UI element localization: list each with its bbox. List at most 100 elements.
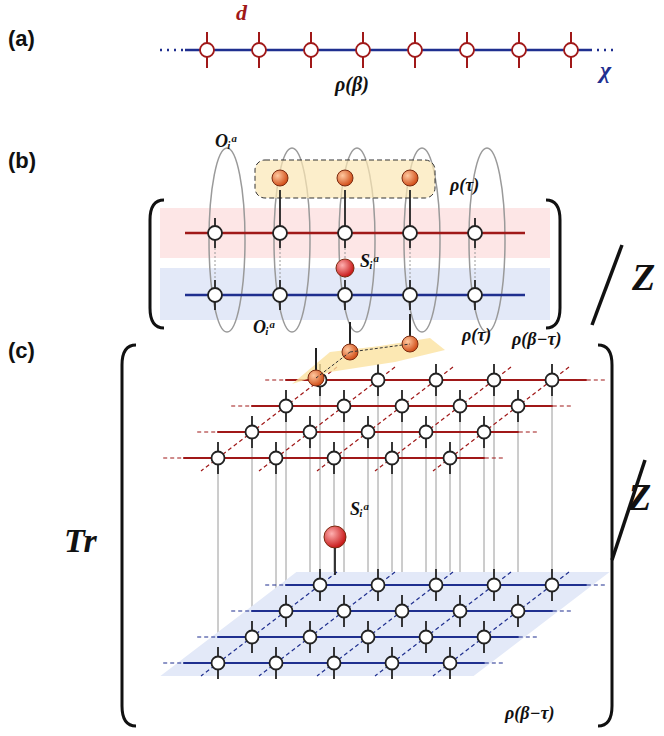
bond-line: [519, 431, 539, 432]
tensor-node: [304, 426, 317, 439]
tensor-node: [356, 43, 370, 57]
tensor-node: [564, 43, 578, 57]
tensor-node: [212, 657, 225, 670]
bond-line: [218, 474, 219, 647]
layer-band: [160, 268, 550, 320]
tensor-node: [468, 226, 482, 240]
bond-line: [344, 190, 346, 218]
tensor-node: [478, 631, 491, 644]
bond-line: [518, 422, 519, 595]
tensor-node: [460, 43, 474, 57]
bond-line: [553, 610, 573, 611]
tensor-node: [546, 374, 559, 387]
bond-line: [163, 457, 183, 458]
bracket: [122, 345, 136, 726]
bond-line: [316, 352, 350, 378]
bond-line: [375, 367, 511, 471]
bond-line: [436, 396, 437, 569]
bond-line: [334, 548, 336, 575]
tensor-node: [328, 657, 341, 670]
tensor-node: [512, 400, 525, 413]
operator-sphere: [324, 526, 346, 548]
bond-line: [592, 245, 622, 325]
figure-label: χ: [600, 58, 611, 82]
bond-line: [317, 572, 453, 676]
bond-line: [587, 584, 607, 585]
figure-label: ρ(β): [335, 74, 369, 94]
bond-line: [587, 379, 607, 380]
bond-line: [402, 422, 403, 595]
bracket: [546, 200, 560, 328]
tensor-node: [396, 605, 409, 618]
tensor-node: [212, 452, 225, 465]
bond-line: [475, 248, 476, 280]
tensor-node: [362, 426, 375, 439]
tensor-node: [200, 43, 214, 57]
tensor-node: [396, 400, 409, 413]
bond-line: [519, 636, 539, 637]
trace-loop: [209, 148, 245, 332]
figure-label: d: [236, 2, 247, 24]
tensor-node: [314, 579, 327, 592]
tensor-node: [454, 605, 467, 618]
bond-line: [259, 367, 395, 471]
operator-sphere: [337, 170, 353, 186]
bond-line: [344, 422, 345, 595]
bond-line: [201, 572, 337, 676]
bond-line: [410, 248, 411, 280]
figure-label: Z: [628, 478, 651, 516]
tensor-node: [208, 226, 222, 240]
bond-line: [252, 448, 253, 621]
operator-sphere: [272, 170, 288, 186]
bond-line: [280, 248, 281, 280]
figure-label: Z: [632, 258, 655, 296]
operator-sphere: [336, 259, 354, 277]
tensor-node: [454, 400, 467, 413]
tensor-node: [280, 605, 293, 618]
figure-label: Sᵢᵅ: [350, 500, 368, 518]
bond-line: [350, 344, 410, 352]
bond-line: [286, 422, 287, 595]
figure-label: (b): [8, 150, 36, 172]
layer-band: [160, 208, 550, 258]
tensor-node: [430, 374, 443, 387]
layer-band: [160, 572, 609, 676]
figure-label: Tr: [64, 524, 97, 558]
tensor-node: [362, 631, 375, 644]
tensor-node: [408, 43, 422, 57]
tensor-node: [488, 374, 501, 387]
tensor-node: [512, 605, 525, 618]
figure-label: (c): [8, 340, 35, 362]
tensor-node: [246, 631, 259, 644]
tensor-node: [273, 288, 287, 302]
tensor-node: [338, 605, 351, 618]
bond-line: [259, 572, 395, 676]
tensor-node: [280, 400, 293, 413]
bond-line: [553, 405, 573, 406]
bond-line: [197, 431, 217, 432]
tensor-node: [430, 579, 443, 592]
bond-line: [163, 662, 183, 663]
figure-label: ρ(β−τ): [512, 330, 561, 348]
figure-label: Oᵢᵅ: [253, 318, 274, 336]
bond-line: [433, 367, 569, 471]
bond-line: [201, 367, 337, 471]
bond-line: [160, 49, 185, 52]
bond-line: [197, 636, 217, 637]
tensor-node: [488, 579, 501, 592]
figure-label: Sᵢᵅ: [360, 252, 378, 270]
tensor-node: [372, 374, 385, 387]
bond-line: [231, 405, 251, 406]
bond-line: [279, 190, 281, 218]
tensor-node: [208, 288, 222, 302]
bracket: [150, 200, 164, 328]
tensor-node: [270, 657, 283, 670]
bond-line: [552, 396, 553, 569]
tensor-node: [420, 631, 433, 644]
tensor-node: [444, 452, 457, 465]
figure-label: (a): [8, 28, 35, 50]
bond-line: [409, 190, 411, 218]
tensor-node: [403, 288, 417, 302]
